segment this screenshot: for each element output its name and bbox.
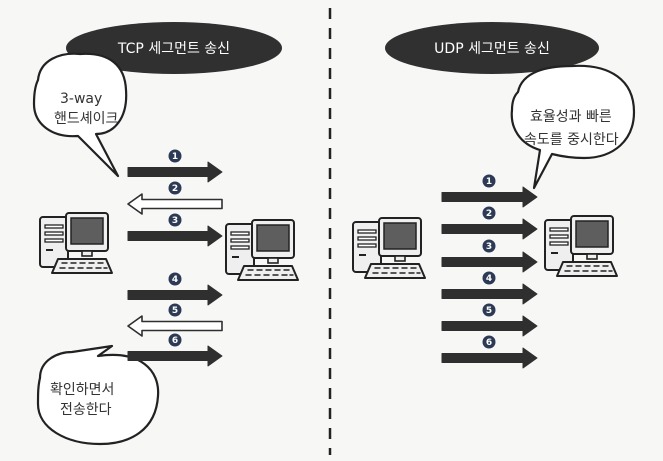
tcp-arrow-5: 5 xyxy=(127,303,223,337)
tcp-speech-bubble-top: 3-way 핸드셰이크 xyxy=(32,52,128,178)
tcp-title-pill: TCP 세그먼트 송신 xyxy=(66,22,282,74)
tcp-arrow-3: 3 xyxy=(127,213,223,247)
tcp-title: TCP 세그먼트 송신 xyxy=(117,41,230,57)
udp-arrow-shape-3 xyxy=(441,251,538,273)
udp-number-label-6: 6 xyxy=(486,338,492,348)
tcp-number-label-1: 1 xyxy=(172,152,178,162)
tcp-number-label-4: 4 xyxy=(172,275,178,285)
udp-arrow-5: 5 xyxy=(441,303,538,337)
udp-number-badge-6 xyxy=(482,335,496,349)
tcp-sender-computer-icon xyxy=(39,212,113,274)
udp-arrow-6: 6 xyxy=(441,335,538,369)
tcp-arrow-6: 6 xyxy=(127,333,223,367)
udp-arrow-shape-6 xyxy=(441,347,538,369)
tcp-number-badge-3 xyxy=(168,213,182,227)
tcp-arrows: 1 2 3 4 5 6 xyxy=(127,149,223,367)
tcp-arrow-shape-5 xyxy=(127,315,223,337)
udp-arrows: 1 2 3 4 5 6 xyxy=(441,174,538,369)
udp-arrow-4: 4 xyxy=(441,271,538,305)
udp-arrow-shape-1 xyxy=(441,186,538,208)
tcp-number-label-6: 6 xyxy=(172,336,178,346)
udp-arrow-3: 3 xyxy=(441,239,538,273)
udp-speech-bubble: 효율성과 빠른 속도를 중시한다 xyxy=(510,64,636,190)
tcp-number-label-5: 5 xyxy=(172,306,178,316)
udp-arrow-shape-4 xyxy=(441,283,538,305)
tcp-arrow-shape-3 xyxy=(127,225,223,247)
udp-number-label-4: 4 xyxy=(486,274,492,284)
udp-arrow-shape-5 xyxy=(441,315,538,337)
tcp-number-badge-4 xyxy=(168,272,182,286)
udp-arrow-1: 1 xyxy=(441,174,538,208)
udp-number-badge-4 xyxy=(482,271,496,285)
tcp-speech-bubble-bottom: 확인하면서 전송한다 xyxy=(36,344,160,446)
tcp-arrow-4: 4 xyxy=(127,272,223,306)
udp-number-badge-5 xyxy=(482,303,496,317)
udp-title-pill: UDP 세그먼트 송신 xyxy=(385,22,599,74)
udp-title: UDP 세그먼트 송신 xyxy=(434,41,550,57)
tcp-number-badge-6 xyxy=(168,333,182,347)
tcp-number-badge-1 xyxy=(168,149,182,163)
udp-number-label-3: 3 xyxy=(486,242,492,252)
tcp-arrow-shape-2 xyxy=(127,193,223,215)
tcp-arrow-shape-6 xyxy=(127,345,223,367)
tcp-arrow-shape-1 xyxy=(127,161,223,183)
tcp-number-label-2: 2 xyxy=(172,184,178,194)
udp-arrow-2: 2 xyxy=(441,206,538,240)
udp-number-label-2: 2 xyxy=(486,209,492,219)
udp-number-badge-2 xyxy=(482,206,496,220)
tcp-bubble-bottom-line-2: 전송한다 xyxy=(60,402,112,418)
udp-sender-computer-icon xyxy=(352,217,426,279)
tcp-number-label-3: 3 xyxy=(172,216,178,226)
tcp-number-badge-2 xyxy=(168,181,182,195)
tcp-arrow-2: 2 xyxy=(127,181,223,215)
udp-number-label-1: 1 xyxy=(486,177,492,187)
tcp-arrow-1: 1 xyxy=(127,149,223,183)
tcp-receiver-computer-icon xyxy=(225,219,299,281)
udp-number-label-5: 5 xyxy=(486,306,492,316)
udp-bubble-line-1: 효율성과 빠른 xyxy=(530,109,612,125)
tcp-bubble-bottom-line-1: 확인하면서 xyxy=(50,382,114,398)
udp-number-badge-3 xyxy=(482,239,496,253)
udp-arrow-shape-2 xyxy=(441,218,538,240)
udp-bubble-line-2: 속도를 중시한다 xyxy=(524,132,619,148)
udp-receiver-computer-icon xyxy=(544,215,618,277)
tcp-number-badge-5 xyxy=(168,303,182,317)
udp-number-badge-1 xyxy=(482,174,496,188)
tcp-bubble-top-line-2: 핸드셰이크 xyxy=(54,111,119,127)
tcp-arrow-shape-4 xyxy=(127,284,223,306)
tcp-bubble-top-line-1: 3-way xyxy=(60,91,102,107)
